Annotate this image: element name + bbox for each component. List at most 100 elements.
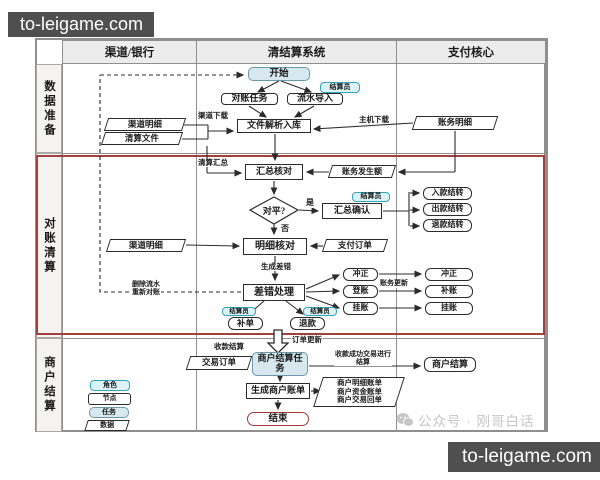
- edge-label-receipt-settle: 收款结算: [213, 342, 245, 352]
- divider-col2-col3: [396, 38, 397, 432]
- legend-label: 节点: [102, 394, 117, 403]
- node-label: 汇总核对: [255, 166, 292, 177]
- wechat-icon: [396, 413, 414, 427]
- column-header-label: 支付核心: [448, 47, 494, 59]
- lane-label-recon-clearing: 对账清算: [36, 153, 62, 338]
- legend-task: 任务: [89, 407, 129, 418]
- wechat-watermark: 公众号 · 刚哥白话: [396, 410, 535, 430]
- node-label: 差错处理: [254, 287, 294, 298]
- node-label: 补账: [441, 286, 457, 296]
- column-header-label: 清结算系统: [267, 47, 326, 59]
- role-label: 结算员: [310, 307, 330, 315]
- node-register: 登账: [343, 285, 378, 298]
- node-error-handling: 差错处理: [243, 284, 305, 301]
- edge-label-text: 主机下载: [359, 115, 389, 124]
- node-merchant-task: 商户结算任务: [252, 352, 308, 376]
- edge-label-text: 是: [306, 198, 314, 207]
- data-channel-detail: 渠道明细: [103, 118, 187, 131]
- node-supplement-order: 补单: [228, 317, 263, 330]
- data-label: 账务明细: [437, 117, 473, 128]
- divider-col1-col2: [196, 38, 197, 432]
- edge-label-order-update: 订单更新: [291, 335, 323, 345]
- column-header-label: 渠道/银行: [104, 47, 155, 59]
- node-label: 生成商户账单: [250, 385, 305, 396]
- node-label: 退款: [298, 317, 316, 328]
- node-pending: 挂账: [343, 302, 378, 315]
- legend-data: 数据: [84, 420, 130, 431]
- edge-label-text: 删除流水: [132, 280, 160, 288]
- edge-label-text: 生成差错: [261, 262, 291, 271]
- role-label: 结算员: [360, 192, 382, 201]
- node-start: 开始: [248, 67, 310, 81]
- edge-label-text: 收款结算: [214, 342, 244, 351]
- node-gen-merchant-bill: 生成商户账单: [246, 383, 310, 399]
- node-summary-confirm: 汇总确认: [322, 203, 382, 219]
- node-refund: 退款: [290, 317, 325, 330]
- legend-node: 节点: [88, 393, 131, 405]
- decision-label: 对平?: [262, 206, 286, 216]
- role-tag-settler: 结算员: [222, 307, 256, 316]
- data-trade-order: 交易订单: [185, 356, 253, 370]
- node-label: 明细核对: [255, 241, 295, 252]
- edge-label-text: 清算汇总: [198, 158, 228, 167]
- legend-label: 数据: [100, 421, 115, 430]
- node-label: 商户结算任务: [257, 353, 303, 373]
- watermark-text: to-leigame.com: [20, 14, 144, 34]
- node-label: 开始: [269, 68, 289, 79]
- node-summary-check: 汇总核对: [245, 164, 303, 180]
- column-header-clearing-system: 清结算系统: [196, 40, 397, 64]
- edge-label-gen-error: 生成差错: [260, 262, 292, 272]
- node-end: 结束: [247, 412, 309, 426]
- node-label: 补单: [236, 317, 254, 328]
- watermark-top-left: to-leigame.com: [8, 12, 154, 37]
- node-label: 挂账: [352, 303, 369, 313]
- role-tag-settler: 结算员: [320, 82, 360, 93]
- data-label: 渠道明细: [128, 239, 164, 250]
- edge-label-account-update: 账务更新: [379, 279, 409, 288]
- edge-label-no: 否: [280, 224, 290, 234]
- node-label: 冲正: [352, 269, 369, 279]
- wechat-watermark-text: 公众号 · 刚哥白话: [418, 414, 535, 429]
- lane-label-merchant-settle: 商户结算: [36, 338, 62, 432]
- edge-label-clearing-summary: 清算汇总: [197, 158, 229, 168]
- node-label: 流水导入: [296, 93, 333, 104]
- red-highlight-recon-lane: [36, 155, 545, 335]
- role-tag-settler: 结算员: [303, 307, 337, 316]
- node-label: 汇总确认: [333, 205, 370, 216]
- node-supplement-acct: 补账: [425, 285, 473, 298]
- data-clearing-file: 清算文件: [100, 132, 184, 145]
- edge-label-channel-download: 渠道下载: [197, 111, 229, 121]
- data-account-detail: 账务明细: [411, 116, 499, 130]
- edge-label-text: 订单更新: [292, 335, 322, 344]
- lane-label: 对账清算: [43, 216, 55, 275]
- edge-label-text: 收款成功交易进行: [335, 350, 391, 358]
- edge-label-text: 否: [281, 224, 289, 233]
- data-label: 清算文件: [124, 132, 160, 143]
- node-in-transfer: 入款结转: [423, 187, 472, 200]
- node-out-transfer: 出款结转: [423, 203, 472, 216]
- data-label: 账务发生额: [342, 166, 382, 176]
- decision-balanced: 对平?: [252, 204, 296, 217]
- node-label: 入款结转: [431, 188, 464, 198]
- data-pay-order: 支付订单: [321, 239, 389, 252]
- node-label: 文件解析入库: [246, 120, 301, 131]
- edge-label-delete-flow: 删除流水 重新对账: [131, 280, 161, 297]
- data-merchant-bills: 商户明细账单 商户资金账单 商户交易回单: [313, 377, 405, 407]
- node-merchant-settlement: 商户结算: [424, 357, 476, 372]
- edge-label-text: 结算: [356, 357, 370, 366]
- role-label: 结算员: [329, 82, 351, 91]
- node-label: 商户结算: [431, 358, 468, 369]
- data-label: 交易订单: [201, 357, 237, 368]
- node-file-parse: 文件解析入库: [237, 119, 311, 133]
- lane-label-data-prep: 数据准备: [36, 64, 62, 153]
- data-label-multiline: 商户明细账单 商户资金账单 商户交易回单: [337, 378, 382, 405]
- edge-label-host-download: 主机下载: [358, 115, 390, 125]
- node-detail-check: 明细核对: [243, 238, 307, 255]
- lane-label: 商户结算: [43, 356, 55, 414]
- watermark-bottom-right: to-leigame.com: [448, 442, 600, 472]
- node-label: 退款结转: [431, 220, 464, 230]
- node-label: 结束: [268, 413, 288, 424]
- edge-label-text: 账务更新: [380, 279, 408, 287]
